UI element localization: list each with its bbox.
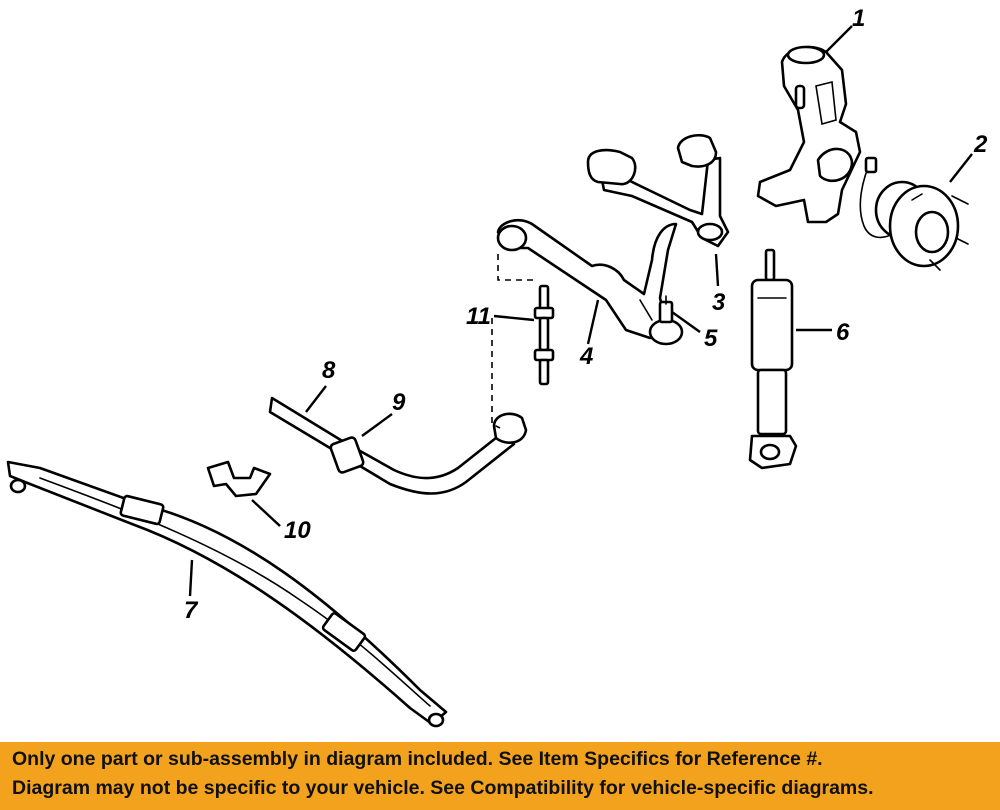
callout-4: 4 [579, 343, 593, 370]
callout-5: 5 [704, 325, 718, 352]
callout-10: 10 [284, 517, 311, 544]
stabilizer-link [533, 284, 555, 386]
callout-7: 7 [184, 597, 199, 624]
callout-labels: 1 2 3 4 5 6 7 8 9 10 11 [184, 5, 988, 624]
callout-2: 2 [973, 131, 988, 158]
upper-control-arm [586, 134, 730, 248]
bushing-bracket [206, 460, 272, 498]
callout-leaders [188, 25, 973, 597]
lower-control-arm [496, 219, 678, 340]
suspension-exploded-diagram: 1 2 3 4 5 6 7 8 9 10 11 [6, 5, 988, 728]
callout-8: 8 [322, 357, 336, 384]
callout-3: 3 [712, 289, 726, 316]
stabilizer-bar [268, 396, 516, 495]
ball-joint [648, 295, 684, 346]
callout-9: 9 [392, 389, 406, 416]
disclaimer-line-1: Only one part or sub-assembly in diagram… [12, 748, 823, 770]
callout-11: 11 [466, 303, 491, 330]
assembly-guide-lines [491, 254, 538, 429]
callout-6: 6 [836, 319, 850, 346]
stabilizer-bushing [329, 436, 365, 474]
stabilizer-end-bushing [492, 412, 528, 444]
steering-knuckle [756, 45, 862, 224]
callout-1: 1 [852, 5, 865, 32]
disclaimer-banner: Only one part or sub-assembly in diagram… [0, 742, 1000, 810]
hub-bearing [859, 156, 969, 271]
shock-absorber [748, 248, 798, 470]
leaf-spring [6, 460, 448, 728]
disclaimer-line-2: Diagram may not be specific to your vehi… [12, 777, 874, 799]
